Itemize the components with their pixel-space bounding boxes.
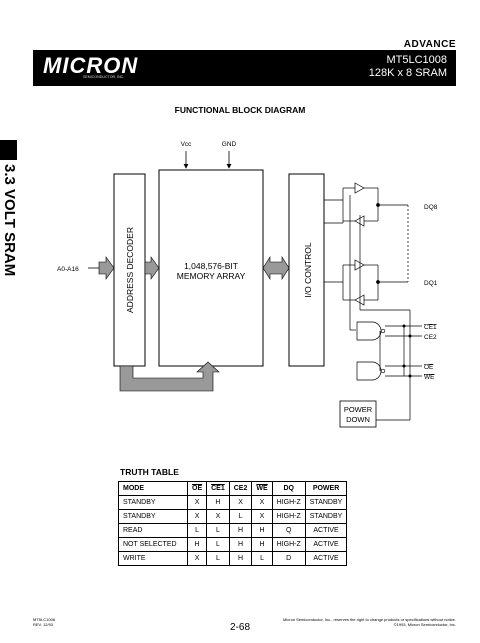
cell-ce1: L (206, 523, 230, 538)
advance-label: ADVANCE (403, 39, 456, 50)
cell-oe: H (186, 537, 208, 552)
array-io-arrow (262, 255, 290, 281)
header-power: POWER (304, 481, 348, 496)
header-mode: MODE (118, 481, 188, 496)
cell-we: H (251, 523, 273, 538)
cell-dq: Q (271, 523, 306, 538)
dq8-label: DQ8 (424, 204, 438, 211)
cell-we: H (251, 537, 273, 552)
footer-revision: REV. 12/93 (33, 622, 54, 627)
cell-we: L (251, 551, 273, 566)
io-control-block (288, 173, 325, 367)
io-control-label: I/O CONTROL (303, 242, 313, 298)
cell-power: STANDBY (304, 509, 348, 524)
header-dq: DQ (271, 481, 306, 496)
cell-ce1: L (206, 551, 230, 566)
vcc-label: Vcc (181, 141, 193, 148)
cell-dq: HIGH-Z (271, 537, 306, 552)
address-decoder-label: ADDRESS DECODER (125, 227, 135, 313)
footer-left: MT5LC1008 REV. 12/93 (33, 617, 55, 627)
address-input-label: A0-A16 (57, 266, 79, 273)
truth-table-title: TRUTH TABLE (120, 467, 179, 477)
diagram-title: FUNCTIONAL BLOCK DIAGRAM (174, 105, 306, 115)
power-down-line1: POWER (344, 405, 373, 414)
cell-dq: HIGH-Z (271, 495, 306, 510)
cell-dq: D (271, 551, 306, 566)
part-info: MT5LC1008 128K x 8 SRAM (369, 54, 447, 80)
header-we: WE (251, 481, 273, 496)
page-number: 2-68 (229, 622, 250, 633)
control-gates (356, 310, 422, 421)
control-bus-arrow (119, 361, 220, 392)
footer-right: Micron Semiconductor, Inc., reserves the… (283, 617, 456, 627)
table-row: WRITE X L H L D ACTIVE (118, 551, 348, 566)
oe-label: OE (424, 364, 434, 371)
cell-oe: X (186, 551, 208, 566)
part-description: 128K x 8 SRAM (368, 67, 447, 79)
decoder-to-array-arrow (144, 256, 160, 280)
cell-power: ACTIVE (304, 551, 348, 566)
power-down-block (339, 400, 377, 428)
cell-ce2: H (228, 537, 253, 552)
dq-buffers (324, 182, 410, 331)
header-banner: MICRON SEMICONDUCTOR, INC. MT5LC1008 128… (33, 50, 456, 86)
cell-we: X (251, 509, 273, 524)
micron-logo: MICRON (43, 53, 139, 78)
cell-power: STANDBY (304, 495, 348, 510)
dq1-label: DQ1 (424, 280, 438, 287)
header-ce2: CE2 (228, 481, 253, 496)
cell-mode: STANDBY (118, 509, 188, 524)
cell-ce2: X (228, 495, 253, 510)
table-row: STANDBY X X L X HIGH-Z STANDBY (118, 509, 348, 524)
power-down-line2: DOWN (346, 415, 370, 424)
footer-copyright: ©1993, Micron Semiconductor, Inc. (393, 622, 456, 627)
side-tab-marker (0, 140, 17, 160)
cell-oe: X (186, 509, 208, 524)
cell-mode: WRITE (118, 551, 188, 566)
cell-mode: READ (118, 523, 188, 538)
cell-mode: NOT SELECTED (118, 537, 188, 552)
cell-ce1: X (206, 509, 230, 524)
junction-dot (408, 374, 412, 378)
cell-ce1: H (206, 495, 230, 510)
ce2-label: CE2 (424, 334, 437, 341)
ce1-label: CE1 (424, 324, 437, 331)
cell-ce2: H (228, 551, 253, 566)
cell-oe: L (186, 523, 208, 538)
we-label: WE (424, 374, 435, 381)
address-bus-arrow (98, 256, 115, 280)
table-row: READ L L H H Q ACTIVE (118, 523, 348, 538)
table-row: NOT SELECTED H L H H HIGH-Z ACTIVE (118, 537, 348, 552)
cell-ce2: L (228, 509, 253, 524)
junction-dot (402, 324, 406, 328)
header-ce1: CE1 (206, 481, 230, 496)
cell-power: ACTIVE (304, 537, 348, 552)
cell-ce1: L (206, 537, 230, 552)
part-number: MT5LC1008 (386, 54, 447, 66)
table-row: STANDBY X H X X HIGH-Z STANDBY (118, 495, 348, 510)
junction-dot (408, 334, 412, 338)
cell-mode: STANDBY (118, 495, 188, 510)
cell-we: X (251, 495, 273, 510)
truth-table-header: MODE OE CE1 CE2 WE DQ POWER (118, 481, 348, 496)
truth-table: MODE OE CE1 CE2 WE DQ POWER STANDBY X H … (118, 481, 348, 566)
cell-ce2: H (228, 523, 253, 538)
footer-part-number: MT5LC1008 (33, 617, 56, 622)
junction-dot (402, 364, 406, 368)
logo-subtitle: SEMICONDUCTOR, INC. (83, 75, 125, 79)
footer-notice: Micron Semiconductor, Inc., reserves the… (283, 617, 456, 622)
memory-array-line2: MEMORY ARRAY (177, 271, 246, 281)
cell-power: ACTIVE (304, 523, 348, 538)
gnd-label: GND (222, 141, 237, 148)
cell-oe: X (186, 495, 208, 510)
header-oe: OE (186, 481, 208, 496)
cell-dq: HIGH-Z (271, 509, 306, 524)
memory-array-line1: 1,048,576-BIT (184, 261, 238, 271)
